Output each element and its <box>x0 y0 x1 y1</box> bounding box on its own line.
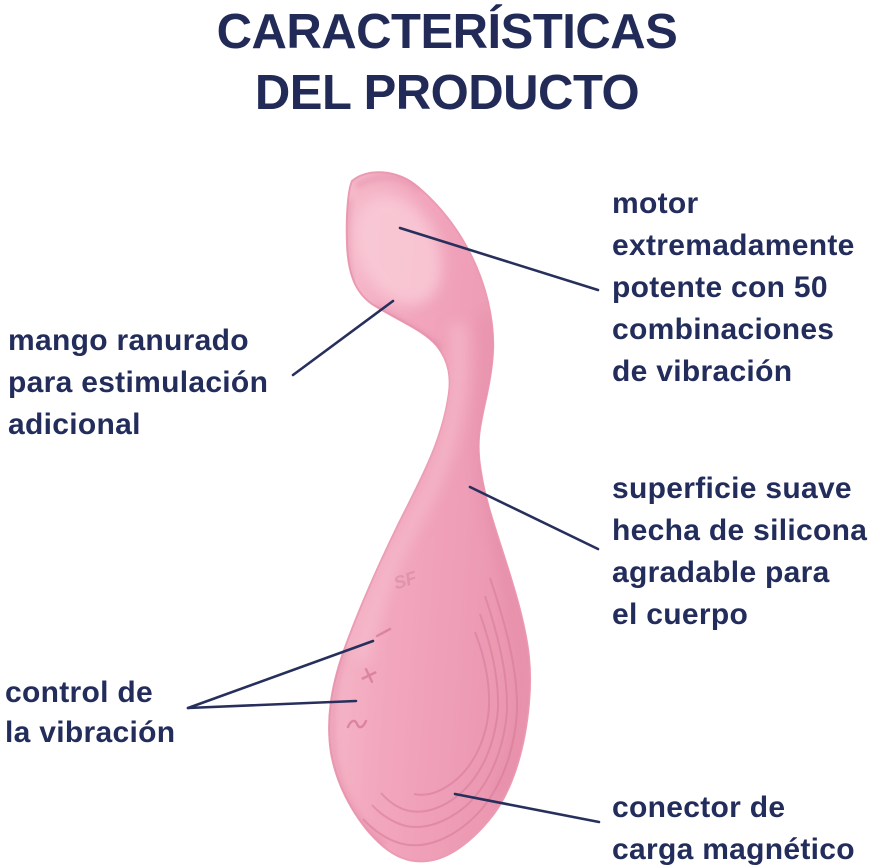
annotation-conector-line: conector de <box>612 791 786 824</box>
plus-button-icon <box>361 668 377 683</box>
annotation-conector: conector de carga magnético <box>612 787 855 867</box>
annotation-mango-line: adicional <box>8 408 141 441</box>
annotation-control: control de la vibración <box>5 673 175 753</box>
annotation-motor-line: de vibración <box>612 355 793 388</box>
leader-line-control-lower <box>186 699 358 710</box>
annotation-superficie-line: agradable para <box>612 556 830 589</box>
page-title: CARACTERÍSTICAS DEL PRODUCTO <box>0 2 894 124</box>
leader-line-mango <box>291 299 395 377</box>
leader-line-control-upper <box>186 639 375 710</box>
annotation-motor: motor extremadamente potente con 50 comb… <box>612 183 855 393</box>
wave-button-icon <box>346 719 368 729</box>
annotation-superficie: superficie suave hecha de silicona agrad… <box>612 468 867 636</box>
handle-left-shadow <box>329 649 386 848</box>
annotation-control-line: la vibración <box>5 716 176 749</box>
annotation-control-line: control de <box>5 676 154 709</box>
leader-lines <box>186 226 601 824</box>
annotation-mango-line: mango ranurado <box>8 324 249 357</box>
handle-ridges <box>362 577 519 847</box>
leader-line-conector <box>453 792 601 824</box>
annotation-superficie-line: el cuerpo <box>612 598 749 631</box>
annotation-conector-line: carga magnético <box>612 833 855 866</box>
page-title-line: CARACTERÍSTICAS <box>216 5 678 59</box>
annotation-motor-line: extremadamente <box>612 229 855 262</box>
head-top-rim-shadow <box>354 173 423 193</box>
leader-line-motor <box>398 226 600 292</box>
annotation-mango-line: para estimulación <box>8 366 269 399</box>
annotation-motor-line: combinaciones <box>612 313 835 346</box>
annotation-motor-line: potente con 50 <box>612 271 828 304</box>
page-title-line: DEL PRODUCTO <box>254 66 640 120</box>
annotation-motor-line: motor <box>612 187 699 220</box>
annotation-superficie-line: hecha de silicona <box>612 514 868 547</box>
head-highlight <box>354 194 442 306</box>
minus-button-icon <box>375 627 392 638</box>
annotation-mango: mango ranurado para estimulación adicion… <box>8 320 268 446</box>
shaft-highlight <box>354 322 468 663</box>
leader-line-superficie <box>468 485 600 551</box>
annotation-superficie-line: superficie suave <box>612 472 852 505</box>
